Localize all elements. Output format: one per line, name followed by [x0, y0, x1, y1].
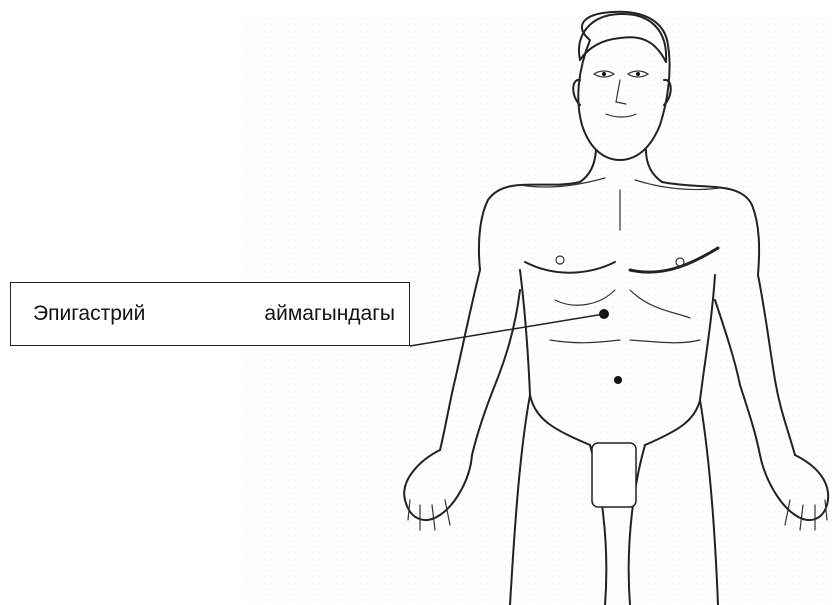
genital-cover-box	[592, 443, 636, 507]
epigastric-callout-box: Эпигастрий аймагындагы	[10, 282, 410, 346]
navel-mark	[614, 376, 622, 384]
callout-word-2: аймагындагы	[264, 302, 395, 326]
callout-word-1: Эпигастрий	[33, 302, 145, 326]
